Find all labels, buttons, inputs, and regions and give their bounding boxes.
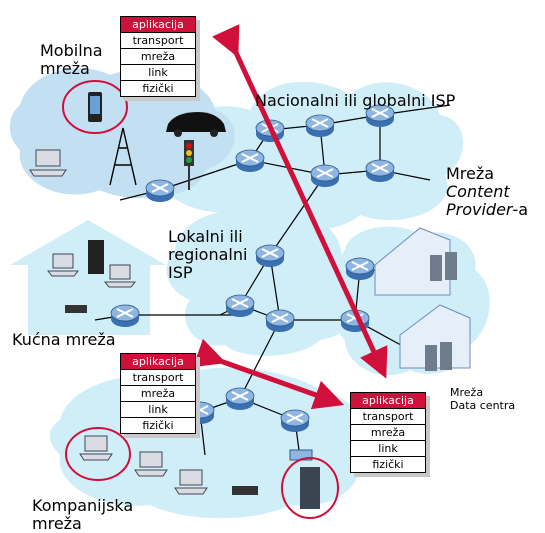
phone-icon <box>88 92 102 122</box>
laptop-icons <box>29 149 208 495</box>
layer-transport: transport <box>121 32 195 48</box>
datacenter-label: Mreža Data centra <box>450 386 516 412</box>
protocol-stack-datacenter: aplikacija transport mreža link fizički <box>350 392 426 473</box>
content-provider-word: Provider <box>446 200 513 219</box>
cell-tower-icon <box>109 127 137 186</box>
layer-link: link <box>121 64 195 80</box>
router-mobile <box>145 179 175 203</box>
wifi-router-icons <box>65 305 258 495</box>
layer-physical: fizički <box>351 456 425 472</box>
enterprise-network-label: Kompanijska mreža <box>32 496 134 533</box>
server-icons <box>300 252 457 509</box>
layer-link: link <box>351 440 425 456</box>
global-isp-label: Nacionalni ili globalni ISP <box>255 91 456 110</box>
protocol-stack-enterprise: aplikacija transport mreža link fizički <box>120 353 196 434</box>
content-provider-label-2: Content <box>446 182 510 201</box>
fridge-icon <box>88 240 104 274</box>
layer-network: mreža <box>351 424 425 440</box>
content-provider-suffix: -a <box>512 200 529 219</box>
layer-application: aplikacija <box>121 354 195 369</box>
communication-arrows <box>192 24 388 410</box>
layer-application: aplikacija <box>351 393 425 408</box>
traffic-light-icon <box>184 140 194 190</box>
home-house <box>10 220 166 335</box>
layer-application: aplikacija <box>121 17 195 32</box>
router-regional-2 <box>225 294 255 318</box>
router-content-1 <box>345 257 375 281</box>
content-provider-label-3: Provider-a <box>446 201 528 219</box>
router-isp-6 <box>365 159 395 183</box>
car-icon <box>166 112 226 137</box>
layer-transport: transport <box>121 369 195 385</box>
layer-physical: fizički <box>121 80 195 96</box>
router-isp-3 <box>305 114 335 138</box>
router-isp-5 <box>310 164 340 188</box>
mobile-network-label: Mobilna mreža <box>40 41 103 78</box>
router-home <box>110 304 140 328</box>
layer-transport: transport <box>351 408 425 424</box>
layer-physical: fizički <box>121 417 195 433</box>
layer-network: mreža <box>121 385 195 401</box>
regional-isp-label: Lokalni ili regionalni ISP <box>168 227 248 282</box>
home-network-label: Kućna mreža <box>12 330 116 349</box>
highlight-circles <box>62 80 339 519</box>
router-regional-1 <box>255 244 285 268</box>
protocol-stack-mobile: aplikacija transport mreža link fizički <box>120 16 196 97</box>
layer-network: mreža <box>121 48 195 64</box>
content-provider-label-1: Mreža <box>446 164 495 183</box>
router-enterprise-3 <box>280 409 310 433</box>
layer-link: link <box>121 401 195 417</box>
router-isp-1 <box>235 149 265 173</box>
router-enterprise-1 <box>225 387 255 411</box>
router-regional-3 <box>265 309 295 333</box>
